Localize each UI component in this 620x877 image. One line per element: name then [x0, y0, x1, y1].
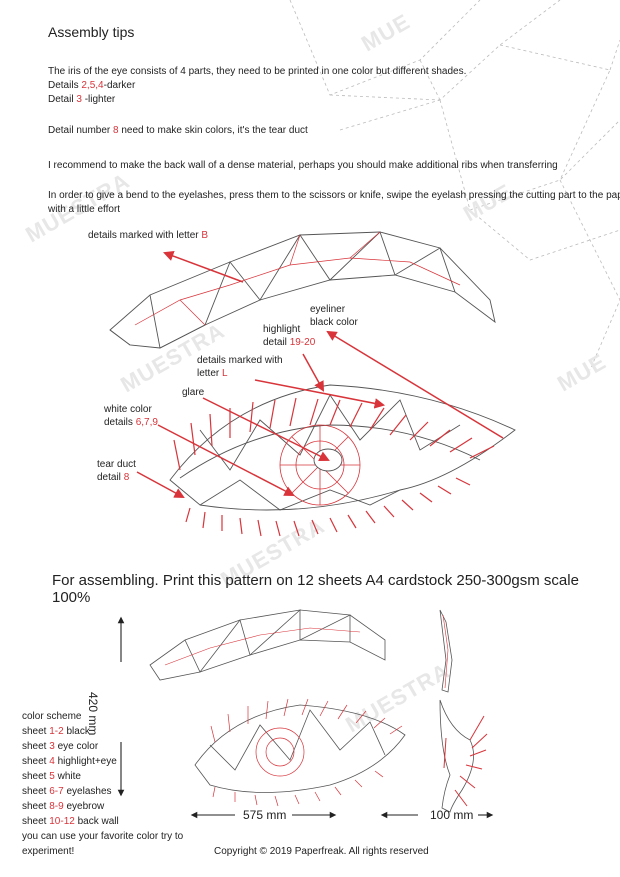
tip-bend-2: with a little effort — [48, 204, 121, 215]
tip-lighter: Detail 3 -lighter — [48, 94, 116, 105]
label-glare: glare — [182, 387, 205, 398]
tip-iris: The iris of the eye consists of 4 parts,… — [48, 66, 467, 77]
color-scheme-row: sheet 5 white — [22, 771, 81, 782]
page-title: Assembly tips — [48, 24, 135, 40]
tip-darker: Details 2,5,4-darker — [48, 80, 136, 91]
tip-bend-1: In order to give a bend to the eyelashes… — [48, 190, 620, 201]
side-profile-top — [439, 609, 453, 693]
color-scheme-row: sheet 1-2 black — [22, 726, 90, 737]
color-scheme-row: sheet 6-7 eyelashes — [22, 786, 112, 797]
small-eyebrow — [149, 609, 386, 681]
color-scheme-title: color scheme — [22, 711, 82, 722]
color-scheme-note: you can use your favorite color try to — [22, 831, 184, 842]
dimension-depth: 100 mm — [430, 808, 474, 822]
tip-skin: Detail number 8 need to make skin colors… — [48, 125, 308, 136]
copyright: Copyright © 2019 Paperfreak. All rights … — [214, 846, 429, 857]
color-scheme-note: experiment! — [22, 846, 75, 857]
color-scheme-row: sheet 3 eye color — [22, 741, 99, 752]
label-marked-b: details marked with letter B — [88, 230, 209, 241]
upper-eyelashes — [173, 397, 495, 471]
lower-eyelashes — [185, 477, 471, 537]
color-scheme-row: sheet 8-9 eyebrow — [22, 801, 105, 812]
color-scheme-row: sheet 4 highlight+eye — [22, 756, 117, 767]
color-scheme: color scheme sheet 1-2 black sheet 3 eye… — [22, 709, 183, 859]
assembling-heading: For assembling. Print this pattern on 12… — [52, 572, 579, 606]
tip-back-wall: I recommend to make the back wall of a d… — [48, 160, 558, 171]
color-scheme-row: sheet 10-12 back wall — [22, 816, 119, 827]
dimension-arrows — [117, 616, 494, 819]
dimension-width: 575 mm — [243, 808, 287, 822]
small-eye — [194, 704, 406, 793]
callout-arrows — [136, 251, 504, 499]
side-profile-bottom — [439, 699, 474, 813]
